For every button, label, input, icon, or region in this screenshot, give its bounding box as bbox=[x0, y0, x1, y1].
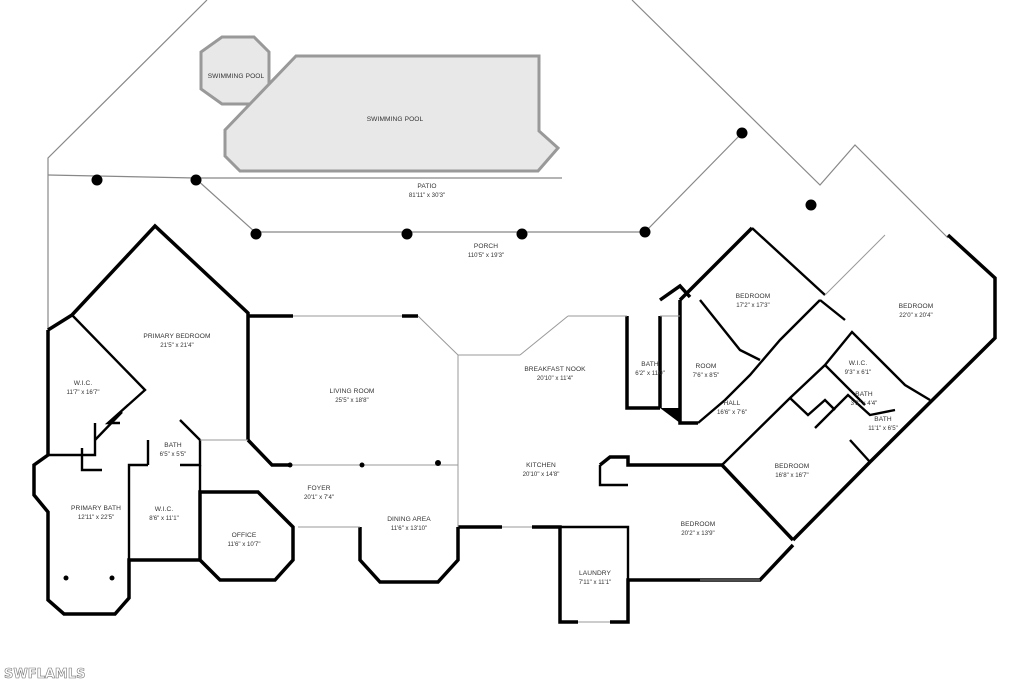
dim-bedroom-bottom: 20'2" x 13'9" bbox=[681, 530, 714, 537]
label-bath-right-small: BATH bbox=[855, 391, 873, 398]
thin-lines bbox=[200, 234, 886, 623]
dim-wic-bath: 8'6" x 11'1" bbox=[149, 515, 179, 522]
dim-foyer: 20'1" x 7'4" bbox=[304, 494, 334, 501]
dim-bedroom-mid-right: 16'8" x 16'7" bbox=[775, 472, 808, 479]
dim-breakfast-nook: 20'10" x 11'4" bbox=[537, 375, 573, 382]
label-swimming-pool-large: SWIMMING POOL bbox=[367, 116, 424, 123]
dim-bath-right: 11'1" x 6'5" bbox=[868, 425, 898, 432]
label-room-small: ROOM bbox=[696, 363, 717, 370]
porch-posts bbox=[91, 127, 817, 240]
label-dining-area: DINING AREA bbox=[387, 516, 431, 523]
label-wic-bath: W.I.C. bbox=[155, 506, 174, 513]
label-patio: PATIO bbox=[417, 183, 436, 190]
label-primary-bedroom: PRIMARY BEDROOM bbox=[143, 333, 210, 340]
dim-room-small: 7'6" x 8'5" bbox=[693, 372, 720, 379]
exterior-walls bbox=[32, 223, 997, 624]
dim-bedroom-right: 22'0" x 20'4" bbox=[899, 312, 932, 319]
dim-bath-right-small: 3'3" x 4'4" bbox=[851, 400, 878, 407]
label-breakfast-nook: BREAKFAST NOOK bbox=[524, 366, 586, 373]
label-hall: HALL bbox=[724, 400, 741, 407]
label-porch: PORCH bbox=[474, 243, 498, 250]
label-swimming-pool-small: SWIMMING POOL bbox=[208, 73, 265, 80]
label-wic-right: W.I.C. bbox=[849, 360, 868, 367]
dim-kitchen: 20'10" x 14'8" bbox=[523, 471, 560, 478]
dim-primary-bedroom: 21'5" x 21'4" bbox=[160, 342, 193, 349]
label-bedroom-right: BEDROOM bbox=[899, 303, 934, 310]
label-office: OFFICE bbox=[232, 532, 257, 539]
label-bath-right: BATH bbox=[874, 416, 892, 423]
dim-bath-center: 6'2" x 11'0" bbox=[635, 370, 665, 377]
label-bedroom-mid-right: BEDROOM bbox=[775, 463, 810, 470]
interior-walls bbox=[48, 227, 931, 580]
label-bath-left: BATH bbox=[164, 442, 182, 449]
dim-porch: 110'5" x 19'3" bbox=[468, 252, 504, 259]
swimming-pool-large bbox=[223, 54, 561, 173]
dim-wic-right: 9'3" x 6'1" bbox=[845, 369, 872, 376]
watermark: SWFLAMLS bbox=[4, 667, 86, 682]
label-primary-bath: PRIMARY BATH bbox=[71, 505, 121, 512]
dim-bedroom-top: 17'2" x 17'3" bbox=[736, 302, 769, 309]
dim-bath-left: 6'5" x 5'5" bbox=[160, 451, 187, 458]
dim-wic-left: 11'7" x 16'7" bbox=[67, 389, 100, 396]
fixtures bbox=[63, 408, 680, 581]
dim-living-room: 25'5" x 18'8" bbox=[335, 397, 368, 404]
dim-laundry: 7'11" x 11'1" bbox=[579, 579, 612, 586]
label-bath-center: BATH bbox=[641, 361, 659, 368]
dim-patio: 81'11" x 30'3" bbox=[409, 192, 445, 199]
dim-hall: 16'6" x 7'6" bbox=[717, 409, 747, 416]
dim-primary-bath: 12'11" x 22'5" bbox=[78, 514, 114, 521]
dim-dining-area: 11'6" x 13'10" bbox=[391, 525, 427, 532]
swimming-pools bbox=[199, 35, 561, 173]
label-foyer: FOYER bbox=[307, 485, 330, 492]
dim-office: 11'6" x 10'7" bbox=[228, 541, 261, 548]
room-labels: SWIMMING POOL SWIMMING POOL PATIO 81'11"… bbox=[67, 73, 934, 586]
label-living-room: LIVING ROOM bbox=[329, 388, 374, 395]
label-laundry: LAUNDRY bbox=[579, 570, 612, 577]
label-kitchen: KITCHEN bbox=[526, 462, 556, 469]
label-wic-left: W.I.C. bbox=[74, 380, 93, 387]
label-bedroom-bottom: BEDROOM bbox=[681, 521, 716, 528]
label-bedroom-top: BEDROOM bbox=[736, 293, 771, 300]
